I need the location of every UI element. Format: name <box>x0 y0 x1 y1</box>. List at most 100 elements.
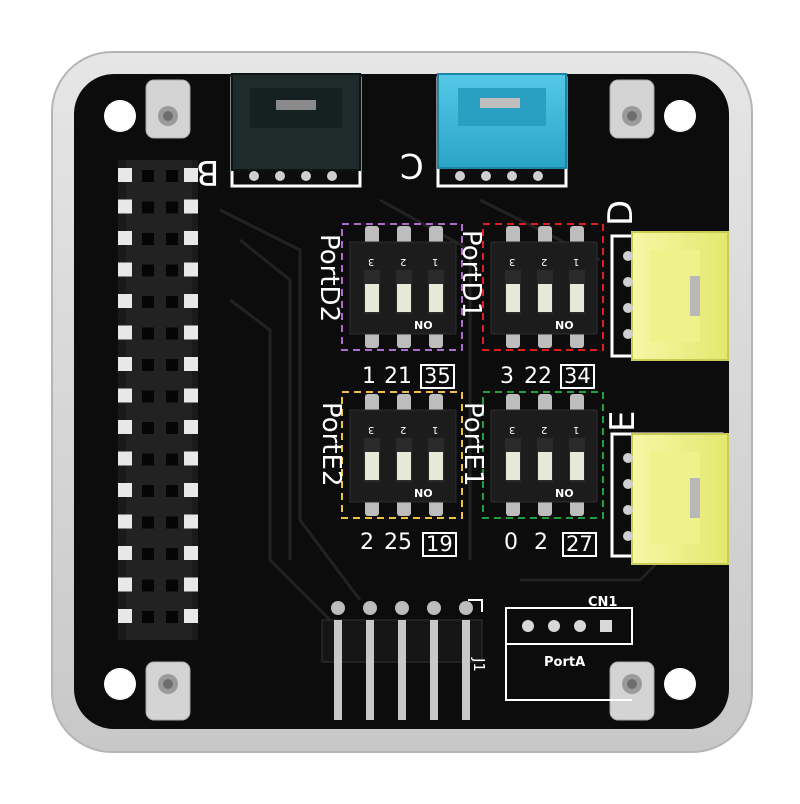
j1-pin-top <box>363 601 377 615</box>
portd1-label: PortD1 <box>456 230 486 319</box>
dashed-highlight <box>341 223 463 351</box>
cn1-porta-footprint <box>505 607 633 701</box>
portd2-pin-c: 35 <box>420 364 455 389</box>
port-d-connector <box>610 231 729 361</box>
dip-switch-number: 3 <box>368 256 375 267</box>
j1-header <box>321 599 483 720</box>
dip-on-label: ON <box>414 486 433 499</box>
dip-lever <box>365 452 379 480</box>
header-pad <box>184 514 198 529</box>
dip-lever <box>365 284 379 312</box>
dashed-highlight <box>341 391 463 519</box>
porte1-pin-a: 0 <box>504 530 518 555</box>
header-pin-hole <box>166 296 178 308</box>
porte1-label: PortE1 <box>458 402 488 487</box>
j1-pin-leg <box>334 620 342 720</box>
dip-porte1 <box>482 391 604 519</box>
header-pin-hole <box>166 548 178 560</box>
header-pad <box>184 609 198 623</box>
header-pad <box>184 325 198 340</box>
header-pin-hole <box>166 170 178 182</box>
header-pin-hole <box>142 485 154 497</box>
j1-label: J1 <box>470 658 488 672</box>
dip-portd2 <box>341 223 463 351</box>
header-pad <box>118 451 132 466</box>
dip-switch-number: 1 <box>432 424 439 435</box>
port-b-label: B <box>196 152 220 192</box>
cn1-label: CN1 <box>588 595 618 610</box>
dip-switch-number: 2 <box>400 256 407 267</box>
header-pin-hole <box>142 516 154 529</box>
header-pin-hole <box>166 233 178 245</box>
dip-pin <box>429 226 443 244</box>
header-pin-hole <box>166 390 178 403</box>
dip-lever <box>429 284 443 312</box>
header-pad <box>118 609 132 623</box>
corner-screws <box>104 79 696 721</box>
dip-lever <box>397 452 411 480</box>
j1-pin-top <box>427 601 441 615</box>
dip-lever <box>429 452 443 480</box>
dip-switch-number: 1 <box>573 256 580 267</box>
dip-switch-number: 3 <box>509 256 516 267</box>
dip-pin <box>365 226 379 244</box>
portd1-pin-c: 34 <box>560 364 595 389</box>
header-pad <box>118 514 132 529</box>
porte2-label: PortE2 <box>316 402 346 487</box>
port-b-connector <box>230 73 362 188</box>
header-pad <box>118 262 132 277</box>
header-pad <box>118 577 132 592</box>
header-pad <box>184 388 198 403</box>
dip-lever <box>506 284 520 312</box>
j1-pin-top <box>331 601 345 615</box>
dip-on-label: ON <box>555 486 574 499</box>
j1-pin-leg <box>462 620 470 720</box>
portd2-pin-b: 21 <box>384 364 412 389</box>
dip-switch-number: 3 <box>509 424 516 435</box>
header-pin-hole <box>166 422 178 434</box>
porte2-pin-b: 25 <box>384 530 412 555</box>
header-pin-hole <box>142 359 154 371</box>
portd1-pin-b: 22 <box>524 364 552 389</box>
header-pad <box>184 577 198 592</box>
header-pin-hole <box>166 327 178 340</box>
header-pin-hole <box>142 422 154 434</box>
header-pad <box>118 546 132 560</box>
header-pad <box>118 325 132 340</box>
header-pad <box>118 294 132 308</box>
left-pin-header <box>118 160 198 640</box>
header-pin-hole <box>142 579 154 592</box>
porte1-pin-c: 27 <box>562 532 597 557</box>
dip-pin <box>365 394 379 412</box>
j1-pin-leg <box>366 620 374 720</box>
dip-lever <box>397 284 411 312</box>
header-pad <box>184 168 198 182</box>
dip-switch-number: 2 <box>400 424 407 435</box>
dip-pin <box>397 226 411 244</box>
header-pad <box>118 357 132 371</box>
header-pin-hole <box>166 611 178 623</box>
porte1-pin-b: 2 <box>534 530 548 555</box>
header-pad <box>118 168 132 182</box>
dashed-highlight <box>482 391 604 519</box>
header-pin-hole <box>142 548 154 560</box>
dip-pin <box>570 226 584 244</box>
dip-lever <box>538 452 552 480</box>
header-pad <box>184 420 198 434</box>
dip-pin <box>397 394 411 412</box>
dip-lever <box>538 284 552 312</box>
header-pad <box>184 231 198 245</box>
dip-on-label: ON <box>555 318 574 331</box>
dip-pin <box>570 394 584 412</box>
dip-switch-number: 2 <box>541 424 548 435</box>
port-e-connector <box>610 432 729 565</box>
header-pin-hole <box>166 359 178 371</box>
portd1-pin-a: 3 <box>500 364 514 389</box>
header-pad <box>184 546 198 560</box>
j1-pin-leg <box>430 620 438 720</box>
dip-lever <box>506 452 520 480</box>
dip-switch-number: 1 <box>573 424 580 435</box>
header-pad <box>118 231 132 245</box>
